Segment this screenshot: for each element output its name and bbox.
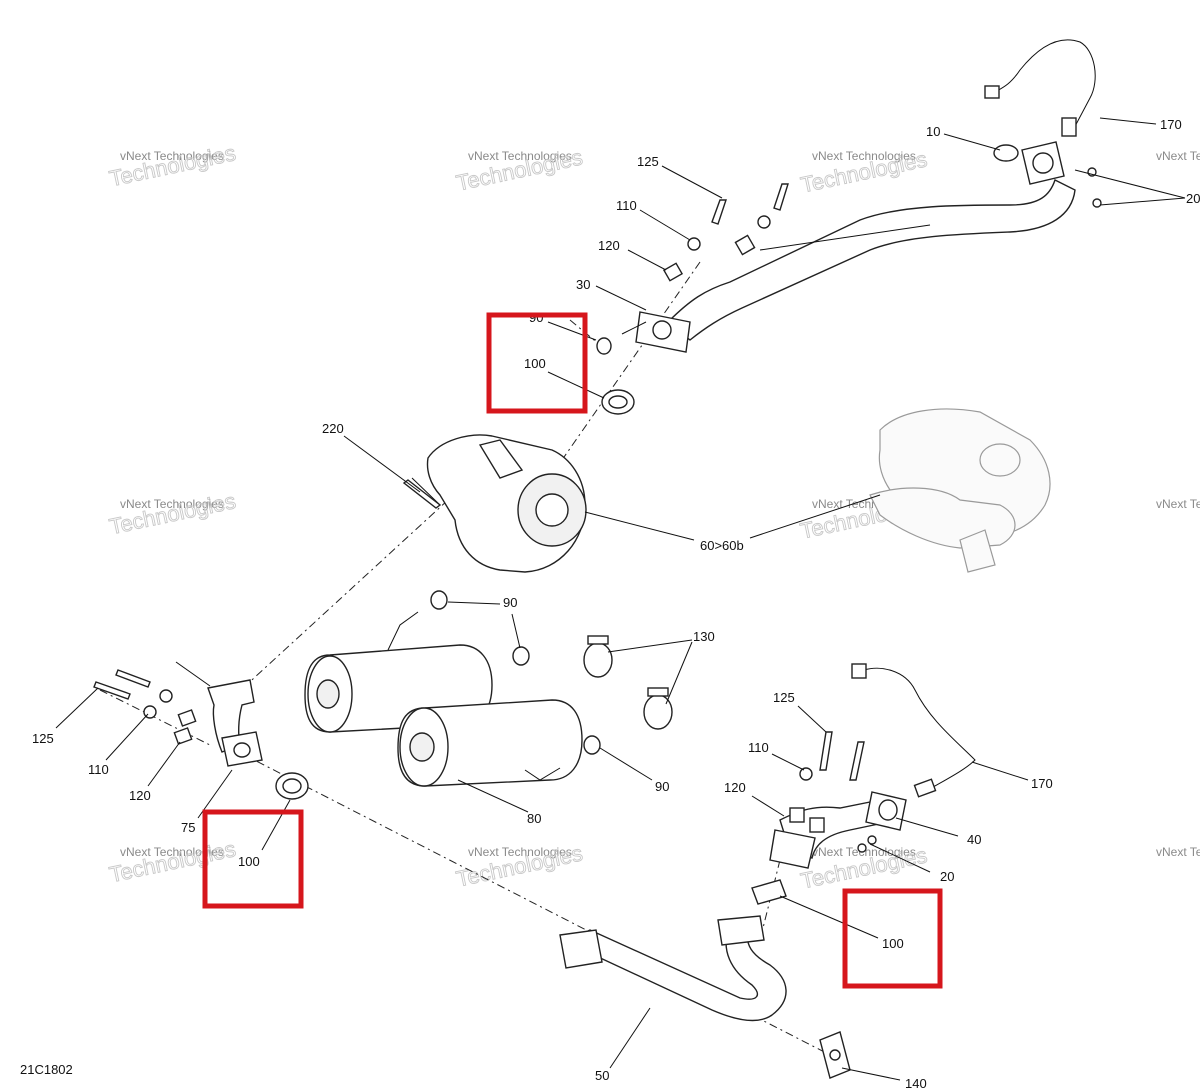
muffler-lower bbox=[397, 699, 583, 787]
watermark-line1: vNext Technologies bbox=[120, 149, 224, 163]
upper-hardware bbox=[596, 183, 789, 355]
callout-60-60b: 60>60b bbox=[700, 538, 744, 553]
callout-110: 110 bbox=[616, 198, 637, 213]
highlight-box-gasket-left bbox=[202, 809, 304, 909]
upper-oxygen-sensor bbox=[984, 39, 1096, 137]
catalytic-converter bbox=[411, 434, 587, 573]
exhaust-gasket-top-hole bbox=[608, 395, 628, 409]
exhaust-gasket-left-hole bbox=[282, 778, 302, 794]
watermark-line1: vNext Technologies bbox=[1156, 149, 1200, 163]
rear-exhaust-pipe bbox=[559, 915, 787, 1022]
callout-110: 110 bbox=[88, 762, 109, 777]
watermark-line1: vNext Technologies bbox=[120, 845, 224, 859]
converter-ghost-view bbox=[869, 408, 1051, 573]
callout-125: 125 bbox=[32, 731, 54, 746]
lower-oxygen-sensor bbox=[851, 663, 976, 798]
watermark-line1: vNext Technologies bbox=[1156, 497, 1200, 511]
callout-leaders bbox=[55, 117, 1186, 1081]
watermark-line2: Technologies bbox=[107, 836, 238, 887]
watermark-line1: vNext Technologies bbox=[468, 149, 572, 163]
watermark-line1: vNext Technologies bbox=[812, 149, 916, 163]
callout-20: 20 bbox=[940, 869, 954, 884]
callout-75: 75 bbox=[181, 820, 195, 835]
callout-140: 140 bbox=[905, 1076, 927, 1091]
watermark-line1: vNext Technologies bbox=[120, 497, 224, 511]
callout-10: 10 bbox=[926, 124, 940, 139]
upper-exhaust-flange bbox=[993, 141, 1102, 208]
callout-120: 120 bbox=[129, 788, 151, 803]
highlight-box-gasket-top bbox=[486, 312, 588, 414]
callout-20: 20 bbox=[1186, 191, 1200, 206]
right-hardware bbox=[799, 731, 877, 853]
callout-40: 40 bbox=[967, 832, 981, 847]
left-hardware bbox=[93, 669, 197, 745]
watermark-line2: Technologies bbox=[107, 488, 238, 539]
callout-30: 30 bbox=[576, 277, 590, 292]
highlight-box-gasket-right bbox=[842, 888, 943, 989]
watermark-line1: vNext Technologies bbox=[468, 845, 572, 859]
callout-80: 80 bbox=[527, 811, 541, 826]
callout-120: 120 bbox=[724, 780, 746, 795]
callout-50: 50 bbox=[595, 1068, 609, 1083]
exhaust-hanger-hole bbox=[829, 1049, 841, 1061]
watermark-line1: vNext Technologies bbox=[1156, 845, 1200, 859]
muffler-clamps bbox=[583, 635, 673, 730]
callout-125: 125 bbox=[773, 690, 795, 705]
watermark-line2: Technologies bbox=[107, 140, 238, 191]
callout-100: 100 bbox=[238, 854, 260, 869]
rubber-grommets bbox=[430, 590, 601, 755]
drawing-code: 21C1802 bbox=[20, 1062, 73, 1077]
callout-170: 170 bbox=[1160, 117, 1182, 132]
front-header-pipe bbox=[635, 179, 1076, 353]
rear-header-right bbox=[769, 791, 907, 869]
callout-100: 100 bbox=[524, 356, 546, 371]
callout-170: 170 bbox=[1031, 776, 1053, 791]
rear-header-left bbox=[207, 679, 263, 767]
highlight-boxes bbox=[202, 312, 943, 989]
callout-90: 90 bbox=[655, 779, 669, 794]
callout-120: 120 bbox=[598, 238, 620, 253]
assembly-axes bbox=[99, 261, 841, 1061]
exhaust-gasket-right bbox=[751, 879, 787, 905]
callout-130: 130 bbox=[693, 629, 715, 644]
callout-90: 90 bbox=[503, 595, 517, 610]
callout-110: 110 bbox=[748, 740, 769, 755]
callout-220: 220 bbox=[322, 421, 344, 436]
callout-125: 125 bbox=[637, 154, 659, 169]
callout-100: 100 bbox=[882, 936, 904, 951]
